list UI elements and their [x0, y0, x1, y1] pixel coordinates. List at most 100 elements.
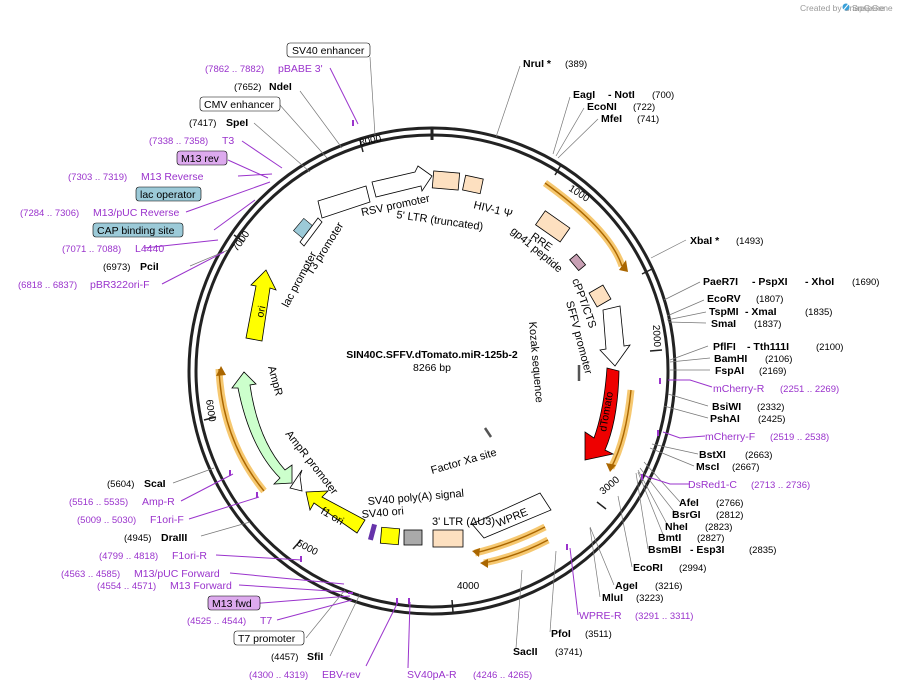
svg-text:F1ori-F: F1ori-F [150, 514, 184, 526]
primer-dsred1-c: DsRed1-C (2713 .. 2736) [688, 479, 810, 491]
svg-text:(4563 .. 4585): (4563 .. 4585) [61, 569, 120, 580]
svg-text:(2169): (2169) [759, 366, 786, 377]
svg-text:PfoI: PfoI [551, 628, 571, 640]
tick-marks [203, 139, 663, 613]
site-sfii: (4457) SfiI [271, 651, 323, 663]
primer-m13-puc-forward: (4563 .. 4585) M13/pUC Forward [61, 568, 220, 580]
label-sv40-enhancer: SV40 enhancer [286, 42, 371, 58]
svg-text:SacII: SacII [513, 646, 538, 658]
svg-text:(2332): (2332) [757, 402, 784, 413]
site-mfei: MfeI (741) [601, 113, 659, 125]
sv40-gray-box [403, 529, 423, 546]
svg-text:(2667): (2667) [732, 462, 759, 473]
svg-text:(389): (389) [565, 59, 587, 70]
svg-text:WPRE-R: WPRE-R [579, 610, 622, 622]
sv40-polya-label: SV40 poly(A) signal [367, 488, 464, 508]
factor-xa-mark [483, 427, 493, 438]
svg-text:(7417): (7417) [189, 118, 216, 129]
svg-text:PaeR7I: PaeR7I [703, 276, 738, 288]
svg-text:M13/pUC Forward: M13/pUC Forward [134, 568, 220, 580]
svg-text:Amp-R: Amp-R [142, 496, 175, 508]
svg-text:SV40pA-R: SV40pA-R [407, 669, 457, 681]
ltr-3-label: 3' LTR (ΔU3) [432, 516, 495, 528]
orf-arcs [215, 180, 635, 567]
svg-text:F1ori-R: F1ori-R [172, 550, 207, 562]
svg-text:pBABE 3': pBABE 3' [278, 63, 323, 75]
left-primer-ticks [229, 120, 410, 604]
svg-text:(4554 .. 4571): (4554 .. 4571) [97, 581, 156, 592]
svg-text:(4945): (4945) [124, 533, 151, 544]
svg-text:(1493): (1493) [736, 236, 763, 247]
svg-text:(741): (741) [637, 114, 659, 125]
dtomato-arrow [584, 367, 620, 461]
ori-arrow [245, 269, 277, 342]
svg-text:(700): (700) [652, 90, 674, 101]
svg-text:NheI: NheI [665, 521, 688, 533]
svg-text:(2251 .. 2269): (2251 .. 2269) [780, 384, 839, 395]
label-m13-rev: M13 rev [176, 150, 228, 166]
svg-text:(7338 .. 7358): (7338 .. 7358) [149, 136, 208, 147]
site-pflfi-tth111i: PflFI - Tth111I (2100) [713, 341, 843, 353]
svg-text:TspMI: TspMI [709, 306, 739, 318]
primer-amp-r: (5516 .. 5535) Amp-R [69, 496, 175, 508]
site-draiii: (4945) DraIII [124, 532, 187, 544]
svg-text:(3741): (3741) [555, 647, 582, 658]
site-ecorv: EcoRV (1807) [707, 293, 783, 305]
primer-m13-reverse: (7303 .. 7319) M13 Reverse [68, 171, 204, 183]
svg-text:CAP binding site: CAP binding site [97, 225, 175, 237]
primer-m13-forward: (4554 .. 4571) M13 Forward [97, 580, 232, 592]
site-tspmi-xmai: TspMI - XmaI (1835) [709, 306, 832, 318]
svg-text:mCherry-F: mCherry-F [705, 431, 755, 443]
svg-text:(2812): (2812) [716, 510, 743, 521]
label-m13-fwd: M13 fwd [207, 595, 261, 611]
site-ecori: EcoRI (2994) [633, 562, 706, 574]
svg-text:(3511): (3511) [585, 629, 612, 640]
site-msci: MscI (2667) [696, 461, 759, 473]
svg-text:BmtI: BmtI [658, 532, 681, 544]
svg-text:(3216): (3216) [655, 581, 682, 592]
credit-text: Created by SnapGene [800, 3, 885, 13]
lac-promoter-arrow [299, 217, 323, 247]
svg-text:pBR322ori-F: pBR322ori-F [90, 279, 150, 291]
svg-text:(3291 .. 3311): (3291 .. 3311) [635, 611, 693, 622]
plasmid-length: 8266 bp [413, 362, 451, 374]
svg-text:NruI *: NruI * [523, 58, 552, 70]
svg-text:(2663): (2663) [745, 450, 772, 461]
site-bamhi: BamHI (2106) [714, 353, 792, 365]
site-spei: (7417) SpeI [189, 117, 248, 129]
svg-text:M13/pUC Reverse: M13/pUC Reverse [93, 207, 180, 219]
svg-text:MluI: MluI [602, 592, 623, 604]
svg-text:EcoRI: EcoRI [633, 562, 663, 574]
svg-text:BamHI: BamHI [714, 353, 747, 365]
svg-text:T7 promoter: T7 promoter [238, 633, 296, 645]
site-pcii: (6973) PciI [103, 261, 159, 273]
svg-text:XbaI *: XbaI * [690, 235, 720, 247]
right-primer-ticks [566, 378, 661, 550]
label-cmv-enhancer: CMV enhancer [199, 96, 281, 112]
svg-text:(5604): (5604) [107, 479, 134, 490]
site-bsiwi: BsiWI (2332) [712, 401, 784, 413]
svg-text:(4525 .. 4544): (4525 .. 4544) [187, 616, 246, 627]
svg-text:M13 Reverse: M13 Reverse [141, 171, 204, 183]
rre-box [534, 210, 571, 243]
svg-text:(722): (722) [633, 102, 655, 113]
svg-text:EcoRV: EcoRV [707, 293, 741, 305]
primer-ebv-rev: (4300 .. 4319) EBV-rev [249, 669, 361, 681]
svg-text:(4246 .. 4265): (4246 .. 4265) [473, 670, 532, 681]
svg-text:- Esp3I: - Esp3I [690, 544, 725, 556]
svg-text:(4300 .. 4319): (4300 .. 4319) [249, 670, 308, 681]
f1-ori-arrow [305, 490, 366, 534]
svg-text:(2425): (2425) [758, 414, 785, 425]
svg-text:(1690): (1690) [852, 277, 879, 288]
sffv-promoter-arrow [599, 305, 631, 367]
site-scai: (5604) ScaI [107, 478, 166, 490]
svg-text:MscI: MscI [696, 461, 719, 473]
svg-text:EcoNI: EcoNI [587, 101, 617, 113]
svg-text:L4440: L4440 [135, 243, 164, 255]
site-nhei: NheI (2823) [665, 521, 732, 533]
svg-text:mCherry-R: mCherry-R [713, 383, 765, 395]
ori-label: ori [254, 305, 268, 319]
site-paer7i-pspxi-xhoi: PaeR7I - PspXI - XhoI (1690) [703, 276, 879, 288]
svg-text:(2766): (2766) [716, 498, 743, 509]
svg-text:- PspXI: - PspXI [752, 276, 788, 288]
